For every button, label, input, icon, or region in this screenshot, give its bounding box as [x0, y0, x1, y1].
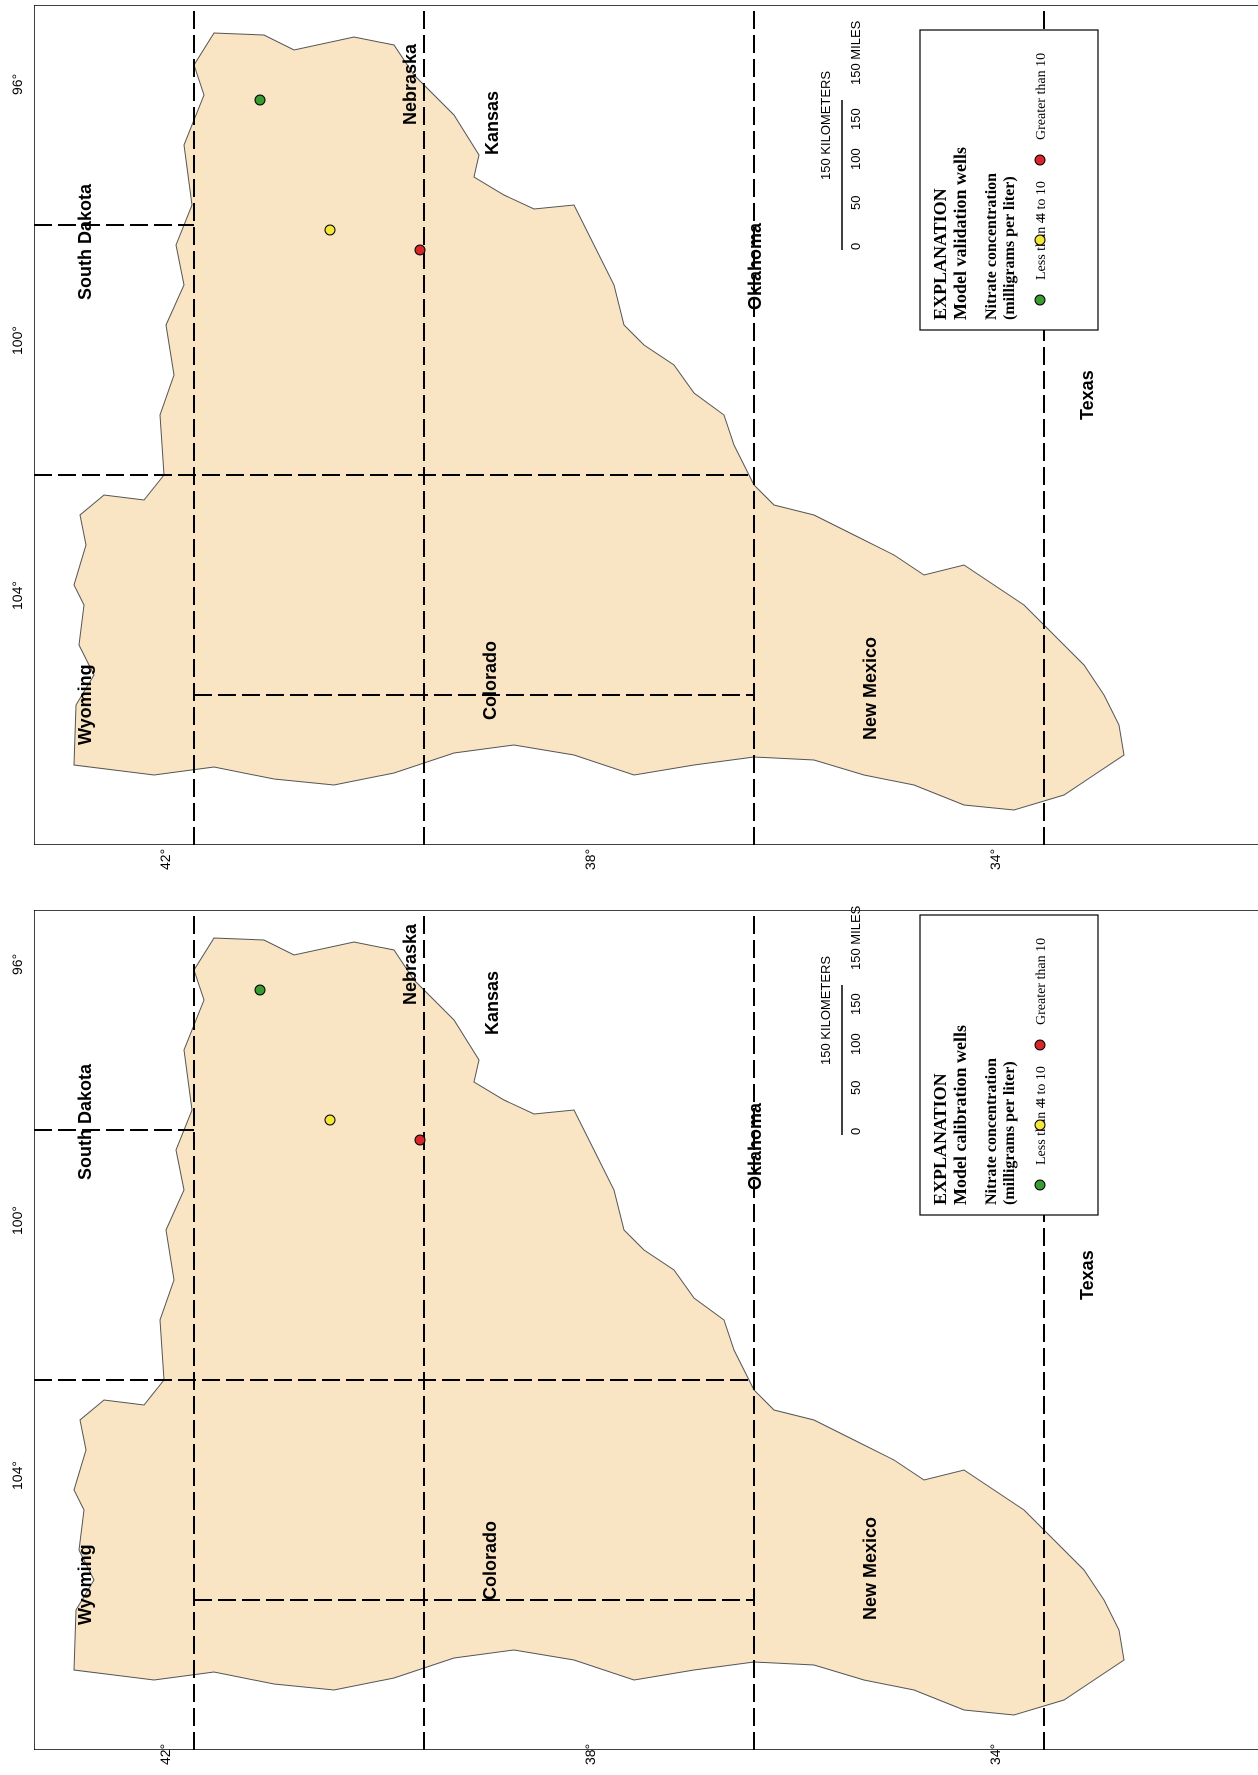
svg-text:50: 50 [848, 1081, 863, 1095]
svg-text:150: 150 [848, 108, 863, 130]
lon-label-104: 104° [9, 1461, 25, 1490]
points-calibration [254, 984, 426, 1146]
state-label-south-dakota: South Dakota [75, 183, 95, 300]
panel-calibration-graticule-labels: 42° 38° 34° 96° 100° 104° [9, 954, 1003, 1765]
lon-label-100: 100° [9, 1206, 25, 1235]
svg-text:150 MILES: 150 MILES [848, 905, 863, 970]
svg-text:150 KILOMETERS: 150 KILOMETERS [818, 71, 833, 180]
state-label-kansas: Kansas [482, 91, 502, 155]
lon-label-96: 96° [9, 954, 25, 975]
svg-text:Greater than 10: Greater than 10 [1034, 53, 1049, 140]
state-label-kansas: Kansas [482, 971, 502, 1035]
lat-label-42: 42° [157, 1744, 173, 1765]
lon-label-96: 96° [9, 74, 25, 95]
point-low [254, 94, 266, 106]
explanation-heading-1: Nitrate concentration [983, 1058, 1000, 1205]
explanation-heading-2: (milligrams per liter) [1001, 176, 1018, 320]
scale-bar-validation: 150 KILOMETERS 0 50 100 150 150 MILES [818, 20, 863, 250]
explanation-box-validation: EXPLANATION Model validation wells Nitra… [919, 29, 1099, 331]
state-label-new-mexico: New Mexico [860, 1517, 880, 1620]
state-label-oklahoma: Oklahoma [745, 1102, 765, 1190]
explanation-subtitle: Model validation wells [950, 147, 970, 320]
svg-text:0: 0 [848, 1128, 863, 1135]
state-label-texas: Texas [1077, 1250, 1097, 1300]
lat-label-38: 38° [582, 1744, 598, 1765]
lat-label-34: 34° [987, 1744, 1003, 1765]
panel-validation-graticule-labels: 42° 38° 34° 96° 100° 104° [9, 74, 1003, 870]
explanation-subtitle: Model calibration wells [950, 1025, 970, 1205]
legend-entry-high: Greater than 10 [1034, 938, 1049, 1051]
state-label-colorado: Colorado [480, 641, 500, 720]
svg-text:150 MILES: 150 MILES [848, 20, 863, 85]
state-label-oklahoma: Oklahoma [745, 222, 765, 310]
point-mid [324, 224, 336, 236]
point-mid [324, 1114, 336, 1126]
lon-label-104: 104° [9, 581, 25, 610]
state-label-south-dakota: South Dakota [75, 1063, 95, 1180]
legend-entry-low: Less than 4 [1034, 1101, 1049, 1191]
state-label-new-mexico: New Mexico [860, 637, 880, 740]
state-label-nebraska: Nebraska [400, 923, 420, 1005]
legend-entry-mid: 4 to 10 [1034, 181, 1049, 246]
lat-label-38: 38° [582, 849, 598, 870]
legend-entry-mid: 4 to 10 [1034, 1066, 1049, 1131]
legend-entry-low: Less than 4 [1034, 216, 1049, 306]
explanation-heading-1: Nitrate concentration [983, 173, 1000, 320]
explanation-heading-2: (milligrams per liter) [1001, 1061, 1018, 1205]
panel-validation-labels: South Dakota Nebraska Kansas Oklahoma Wy… [75, 43, 1097, 745]
svg-text:100: 100 [848, 1033, 863, 1055]
state-label-nebraska: Nebraska [400, 43, 420, 125]
svg-text:Greater than 10: Greater than 10 [1034, 938, 1049, 1025]
state-label-colorado: Colorado [480, 1521, 500, 1600]
explanation-title: EXPLANATION [930, 188, 950, 320]
lat-label-42: 42° [157, 849, 173, 870]
svg-text:4 to 10: 4 to 10 [1034, 181, 1049, 220]
lat-label-34: 34° [987, 849, 1003, 870]
legend-entry-high: Greater than 10 [1034, 53, 1049, 166]
svg-text:Less than 4: Less than 4 [1034, 1101, 1049, 1165]
state-label-wyoming: Wyoming [75, 664, 95, 745]
svg-text:0: 0 [848, 243, 863, 250]
state-label-wyoming: Wyoming [75, 1544, 95, 1625]
point-low [254, 984, 266, 996]
explanation-title: EXPLANATION [930, 1073, 950, 1205]
aquifer-outline [73, 32, 1125, 811]
svg-text:150: 150 [848, 993, 863, 1015]
lon-label-100: 100° [9, 326, 25, 355]
svg-text:Less than 4: Less than 4 [1034, 216, 1049, 280]
scale-bar-calibration: 150 KILOMETERS 0 50 100 150 150 MILES [818, 905, 863, 1135]
svg-text:50: 50 [848, 196, 863, 210]
panel-calibration-labels: South Dakota Nebraska Kansas Oklahoma Wy… [75, 923, 1097, 1625]
state-label-texas: Texas [1077, 370, 1097, 420]
explanation-box-calibration: EXPLANATION Model calibration wells Nitr… [919, 914, 1099, 1216]
svg-text:4 to 10: 4 to 10 [1034, 1066, 1049, 1105]
points-validation [254, 94, 426, 256]
point-high [414, 1134, 426, 1146]
aquifer-outline [73, 937, 1125, 1716]
svg-text:150 KILOMETERS: 150 KILOMETERS [818, 956, 833, 1065]
point-high [414, 244, 426, 256]
svg-text:100: 100 [848, 148, 863, 170]
